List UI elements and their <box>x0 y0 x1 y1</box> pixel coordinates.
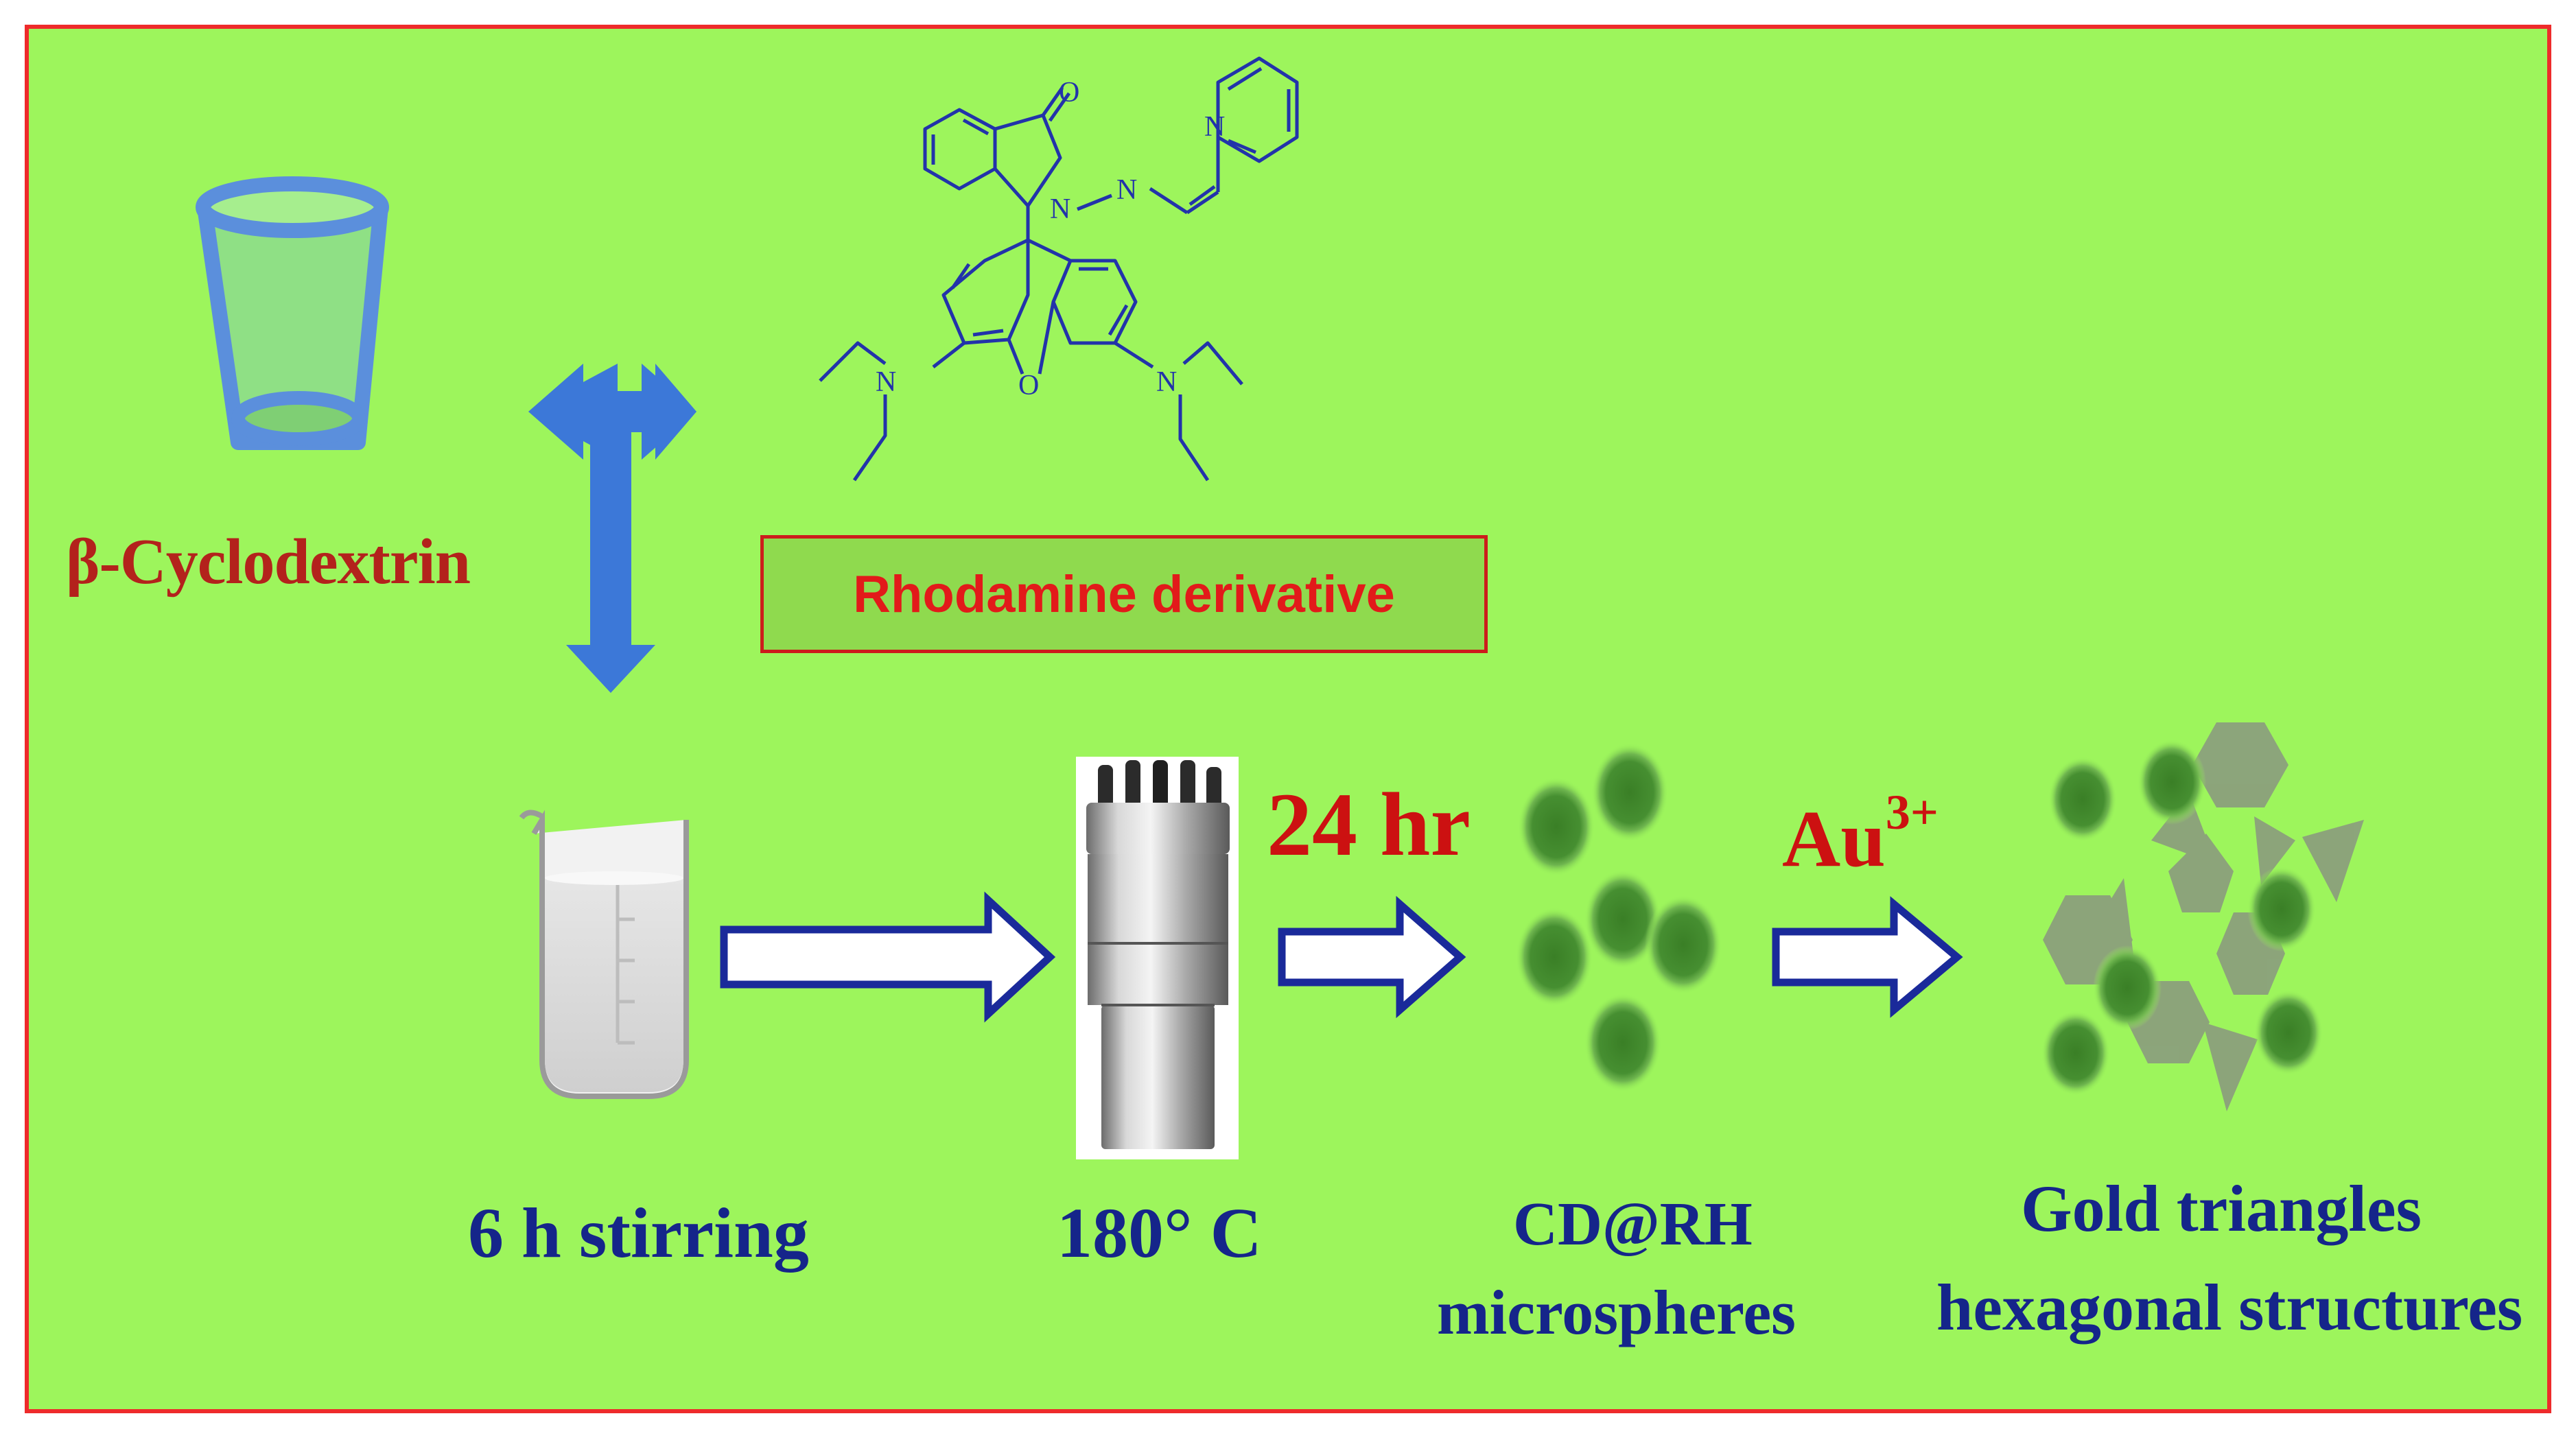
atom-nitrogen-ring: N <box>1050 193 1070 225</box>
structures-label-line2: hexagonal structures <box>1936 1271 2523 1344</box>
arrow-icon <box>720 891 1056 1023</box>
arrow-icon <box>1772 896 1963 1018</box>
cyclodextrin-label: β-Cyclodextrin <box>66 526 471 598</box>
atom-oxygen-xanthene: O <box>1018 370 1039 401</box>
atom-oxygen-carbonyl: O <box>1059 77 1079 108</box>
arrow-icon <box>1278 895 1466 1019</box>
gold-ion-charge: 3+ <box>1885 785 1939 840</box>
molecule-structure <box>819 56 1299 482</box>
atom-nitrogen-right: N <box>1156 366 1177 398</box>
atom-nitrogen-imine: N <box>1116 174 1137 206</box>
structures-label-line1: Gold triangles <box>2021 1172 2422 1245</box>
rhodamine-label: Rhodamine derivative <box>853 565 1395 624</box>
double-arrow-icon <box>528 364 696 693</box>
cup-icon <box>196 176 389 450</box>
beaker-icon <box>519 810 689 1099</box>
microspheres-cluster <box>1516 743 1722 1092</box>
stirring-label: 6 h stirring <box>468 1194 809 1273</box>
scheme-panel <box>25 25 2551 1413</box>
temperature-label: 180° C <box>1057 1194 1262 1273</box>
time-label: 24 hr <box>1267 774 1471 875</box>
atom-nitrogen-pyridine: N <box>1204 111 1225 143</box>
gold-structures-cluster <box>2041 722 2364 1111</box>
molecule-atom-labels: O N N N O N N <box>876 77 1225 401</box>
rhodamine-label-box: Rhodamine derivative <box>760 535 1488 653</box>
microspheres-label-line1: CD@RH <box>1513 1190 1753 1258</box>
gold-ion-label: Au3+ <box>1782 785 1939 886</box>
microspheres-label-line2: microspheres <box>1437 1277 1796 1347</box>
gold-ion-symbol: Au <box>1782 794 1886 884</box>
atom-nitrogen-left: N <box>876 366 896 398</box>
autoclave-icon <box>1076 757 1239 1159</box>
